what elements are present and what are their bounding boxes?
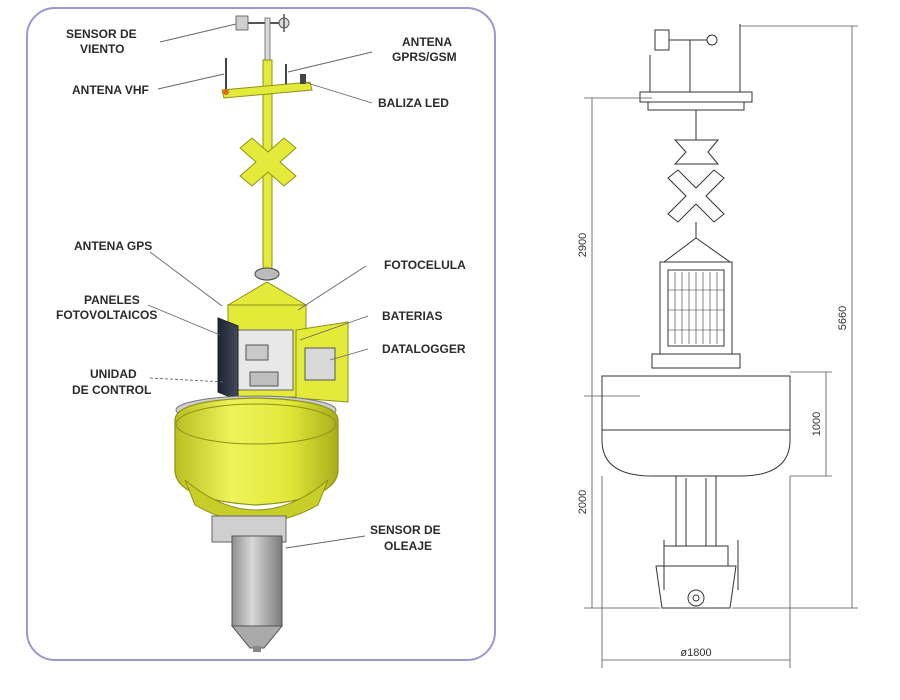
label-paneles-2: FOTOVOLTAICOS <box>56 308 157 322</box>
dim-diameter: ø1800 <box>680 647 711 659</box>
label-oleaje-1: SENSOR DE <box>370 523 441 537</box>
leader-lines <box>147 23 373 549</box>
label-antena-vhf: ANTENA VHF <box>72 83 149 97</box>
lantern-housing <box>217 281 349 403</box>
label-oleaje-2: OLEAJE <box>384 539 432 553</box>
lower-tube <box>675 475 717 547</box>
right-technical-drawing: 2900 2000 5660 1000 ø1800 <box>577 24 858 668</box>
label-sensor-viento-1: SENSOR DE <box>66 27 137 41</box>
label-antena-gprs-2: GPRS/GSM <box>392 50 457 64</box>
label-antena-gps: ANTENA GPS <box>74 239 152 253</box>
x-daymark <box>239 137 297 187</box>
label-fotocelula: FOTOCELULA <box>384 258 466 272</box>
x-daymark-outline <box>667 169 725 223</box>
label-baliza-led: BALIZA LED <box>378 96 449 110</box>
label-paneles-1: PANELES <box>84 293 140 307</box>
label-unidad-2: DE CONTROL <box>72 383 151 397</box>
wave-sensor <box>211 515 287 652</box>
top-lantern <box>673 139 720 165</box>
float-body <box>174 395 339 523</box>
label-sensor-viento-2: VIENTO <box>80 42 124 56</box>
dim-float-height: 1000 <box>811 412 823 436</box>
label-antena-gprs-1: ANTENA <box>402 35 452 49</box>
dim-lower-height: 2000 <box>577 490 589 514</box>
callout-labels: SENSOR DE VIENTO ANTENA GPRS/GSM ANTENA … <box>56 27 466 553</box>
float-outline <box>601 375 791 477</box>
top-instruments <box>639 24 753 111</box>
dim-total-height: 5660 <box>837 306 849 330</box>
label-datalogger: DATALOGGER <box>382 342 466 356</box>
top-crossbar <box>221 58 313 99</box>
label-baterias: BATERIAS <box>382 309 442 323</box>
label-unidad-1: UNIDAD <box>90 367 137 381</box>
left-illustration: SENSOR DE VIENTO ANTENA GPRS/GSM ANTENA … <box>26 7 496 661</box>
mast-collar <box>254 267 280 281</box>
dim-upper-height: 2900 <box>577 233 589 257</box>
panel-grid <box>668 272 724 344</box>
dimension-lines <box>584 25 858 668</box>
